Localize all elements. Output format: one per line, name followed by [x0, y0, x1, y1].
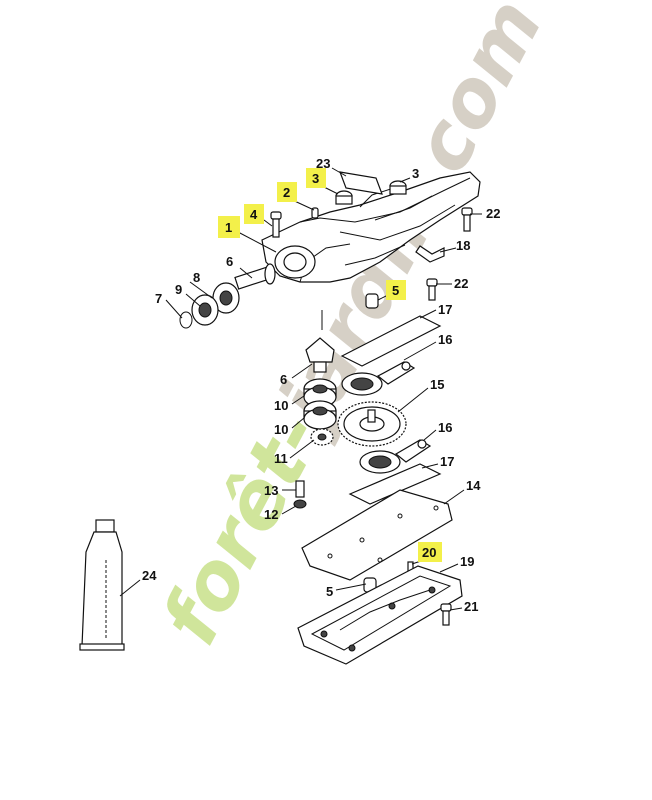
highlight-4	[244, 204, 264, 224]
ball-bearing-10b	[303, 400, 337, 430]
callout-3b: 3	[412, 166, 419, 181]
ball-bearing-9	[191, 294, 219, 326]
screw-22b	[426, 278, 438, 301]
callout-5b: 5	[326, 584, 333, 599]
callout-1: 1	[225, 220, 232, 235]
callout-highlights	[218, 168, 442, 562]
plug-3a	[335, 190, 353, 205]
highlight-3	[306, 168, 326, 188]
callout-4: 4	[250, 207, 258, 222]
highlight-20	[418, 542, 442, 562]
pin-2	[311, 207, 319, 219]
highlight-5	[386, 280, 406, 300]
callout-7: 7	[155, 291, 162, 306]
label-plate-23	[339, 171, 383, 195]
callout-15: 15	[430, 377, 444, 392]
callout-17: 17	[438, 302, 452, 317]
callout-3: 3	[312, 171, 319, 186]
spur-gear-15	[337, 401, 407, 447]
callout-20: 20	[422, 545, 436, 560]
leader-lines	[119, 167, 482, 611]
callout-2: 2	[283, 185, 290, 200]
screw-21	[440, 603, 452, 626]
callout-18: 18	[456, 238, 470, 253]
callout-14: 14	[466, 478, 481, 493]
callout-19: 19	[460, 554, 474, 569]
highlight-1	[218, 216, 240, 238]
callout-5: 5	[392, 283, 399, 298]
callout-17b: 17	[440, 454, 454, 469]
lever-16b	[359, 439, 432, 474]
callout-6b: 6	[280, 372, 287, 387]
base-plate-19	[297, 565, 463, 665]
circlip-7	[179, 311, 193, 329]
callout-10b: 10	[274, 422, 288, 437]
screw-4	[270, 211, 282, 238]
callout-13: 13	[264, 483, 278, 498]
callout-21: 21	[464, 599, 478, 614]
callout-10: 10	[274, 398, 288, 413]
callout-labels: 1 2 3 3 4 5 5 6 6 7 8 9 10 10 11 12 13 1…	[142, 156, 500, 614]
callout-9: 9	[175, 282, 182, 297]
screw-22a	[461, 207, 473, 232]
bevel-gear-6	[305, 337, 335, 373]
callout-6: 6	[226, 254, 233, 269]
callout-22: 22	[486, 206, 500, 221]
callout-11: 11	[274, 451, 288, 466]
lever-16a	[341, 361, 416, 396]
callout-22b: 22	[454, 276, 468, 291]
callout-16: 16	[438, 332, 452, 347]
callout-12: 12	[264, 507, 278, 522]
drive-shaft-upper	[234, 263, 276, 290]
callout-23: 23	[316, 156, 330, 171]
grease-tube-24	[79, 519, 125, 651]
gasket-17b	[348, 463, 442, 505]
sleeve-5a	[365, 293, 379, 309]
callout-24: 24	[142, 568, 157, 583]
ball-bearing-8	[212, 282, 240, 314]
gear-housing	[261, 171, 481, 283]
plug-3b	[389, 180, 407, 195]
cover-plate-14	[301, 489, 453, 581]
pinion-11	[310, 428, 334, 446]
callout-16b: 16	[438, 420, 452, 435]
highlight-2	[277, 182, 297, 202]
gasket-17a	[340, 315, 442, 367]
bracket-18	[415, 245, 445, 263]
screw-12	[293, 480, 307, 509]
callout-8: 8	[193, 270, 200, 285]
